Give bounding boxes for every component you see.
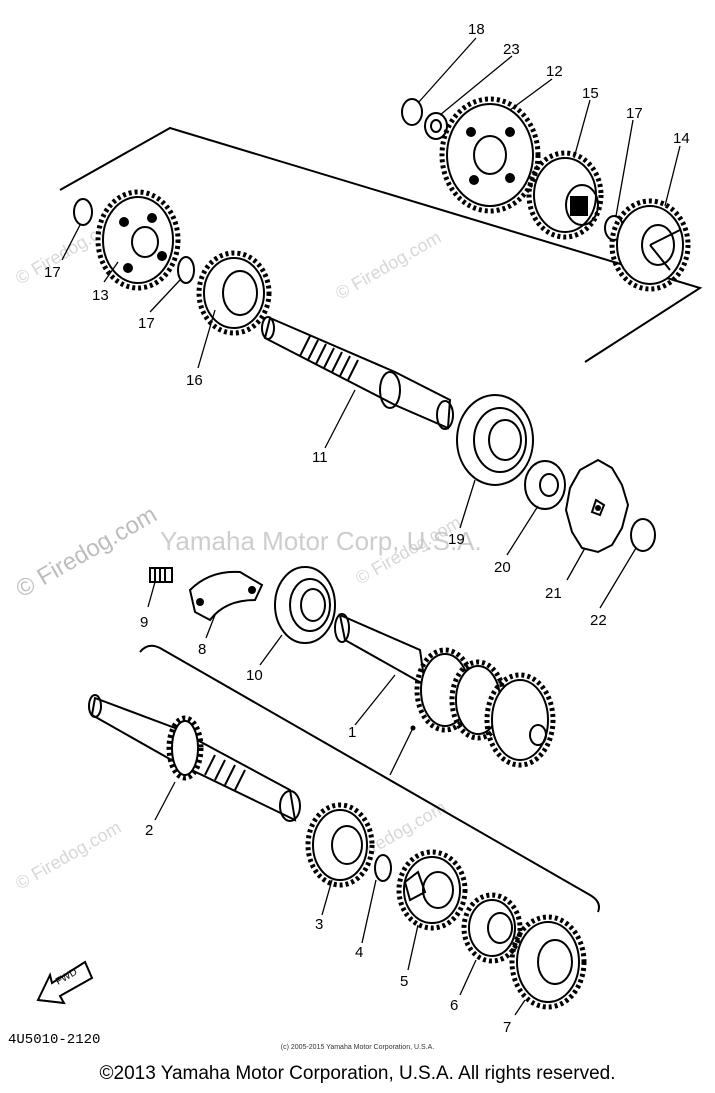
leader-dot	[410, 725, 416, 731]
part-num-4: 4	[355, 944, 363, 961]
part-num-18: 18	[468, 21, 485, 38]
gear-3	[305, 802, 375, 888]
sprocket-21	[564, 458, 630, 554]
part-num-15: 15	[582, 85, 599, 102]
collar-20	[524, 460, 566, 510]
circlip-17-middle	[177, 256, 195, 284]
part-num-19: 19	[448, 531, 465, 548]
part-num-22: 22	[590, 612, 607, 629]
part-num-7: 7	[503, 1019, 511, 1036]
gear-14	[609, 198, 691, 292]
part-num-20: 20	[494, 559, 511, 576]
circlip-18	[401, 98, 423, 126]
gear-5	[396, 849, 468, 931]
bearing-19	[456, 394, 534, 486]
part-num-13: 13	[92, 287, 109, 304]
gear-12	[439, 96, 541, 214]
footer-copyright: ©2013 Yamaha Motor Corporation, U.S.A. A…	[99, 1063, 616, 1084]
circlip-17-left	[73, 198, 93, 226]
part-num-11: 11	[312, 449, 328, 466]
part-num-10: 10	[246, 667, 263, 684]
part-num-17: 17	[138, 315, 155, 332]
part-num-23: 23	[503, 41, 520, 58]
part-num-1: 1	[348, 724, 356, 741]
bearing-10	[274, 566, 336, 644]
leader-lower-bracket	[389, 729, 413, 776]
gear-6	[461, 892, 523, 964]
leader-lines	[61, 37, 681, 1016]
part-numbers: 18 23 12 15 17 14 17 13 17 16 11 19 20 2…	[44, 21, 690, 1036]
circlip-22	[630, 518, 656, 552]
part-num-17: 17	[44, 264, 61, 281]
gear-7	[509, 914, 587, 1010]
part-num-9: 9	[140, 614, 148, 631]
fwd-arrow-icon: FWD	[36, 960, 94, 1005]
part-num-8: 8	[198, 641, 206, 658]
watermark-firedog: © Firedog.com	[12, 501, 162, 603]
small-copyright: (c) 2005-2015 Yamaha Motor Corporation, …	[280, 1044, 435, 1051]
part-num-3: 3	[315, 916, 323, 933]
part-num-5: 5	[400, 973, 408, 990]
washer-23	[424, 112, 448, 140]
part-num-2: 2	[145, 822, 153, 839]
part-num-12: 12	[546, 63, 563, 80]
part-num-17: 17	[626, 105, 643, 122]
shaft-11	[261, 316, 454, 430]
plate-8	[188, 570, 264, 622]
part-num-14: 14	[673, 130, 690, 147]
upper-assembly-bracket	[59, 126, 703, 363]
part-num-6: 6	[450, 997, 458, 1014]
gear-15	[526, 150, 604, 240]
drive-axle-2	[88, 694, 301, 822]
lower-assembly-bracket	[139, 644, 600, 913]
main-axle-1	[334, 613, 556, 768]
circlip-4	[374, 854, 392, 882]
diagram-code: 4U5010-2120	[8, 1032, 100, 1048]
watermark-firedog: © Firedog.com	[12, 817, 124, 893]
bolt-9	[149, 567, 173, 583]
part-num-16: 16	[186, 372, 203, 389]
part-num-21: 21	[545, 585, 562, 602]
gear-13	[95, 189, 181, 291]
watermark-yamaha: Yamaha Motor Corp, U.S.A.	[160, 526, 482, 556]
gear-16	[196, 250, 272, 336]
watermark-firedog: © Firedog.com	[332, 227, 444, 303]
